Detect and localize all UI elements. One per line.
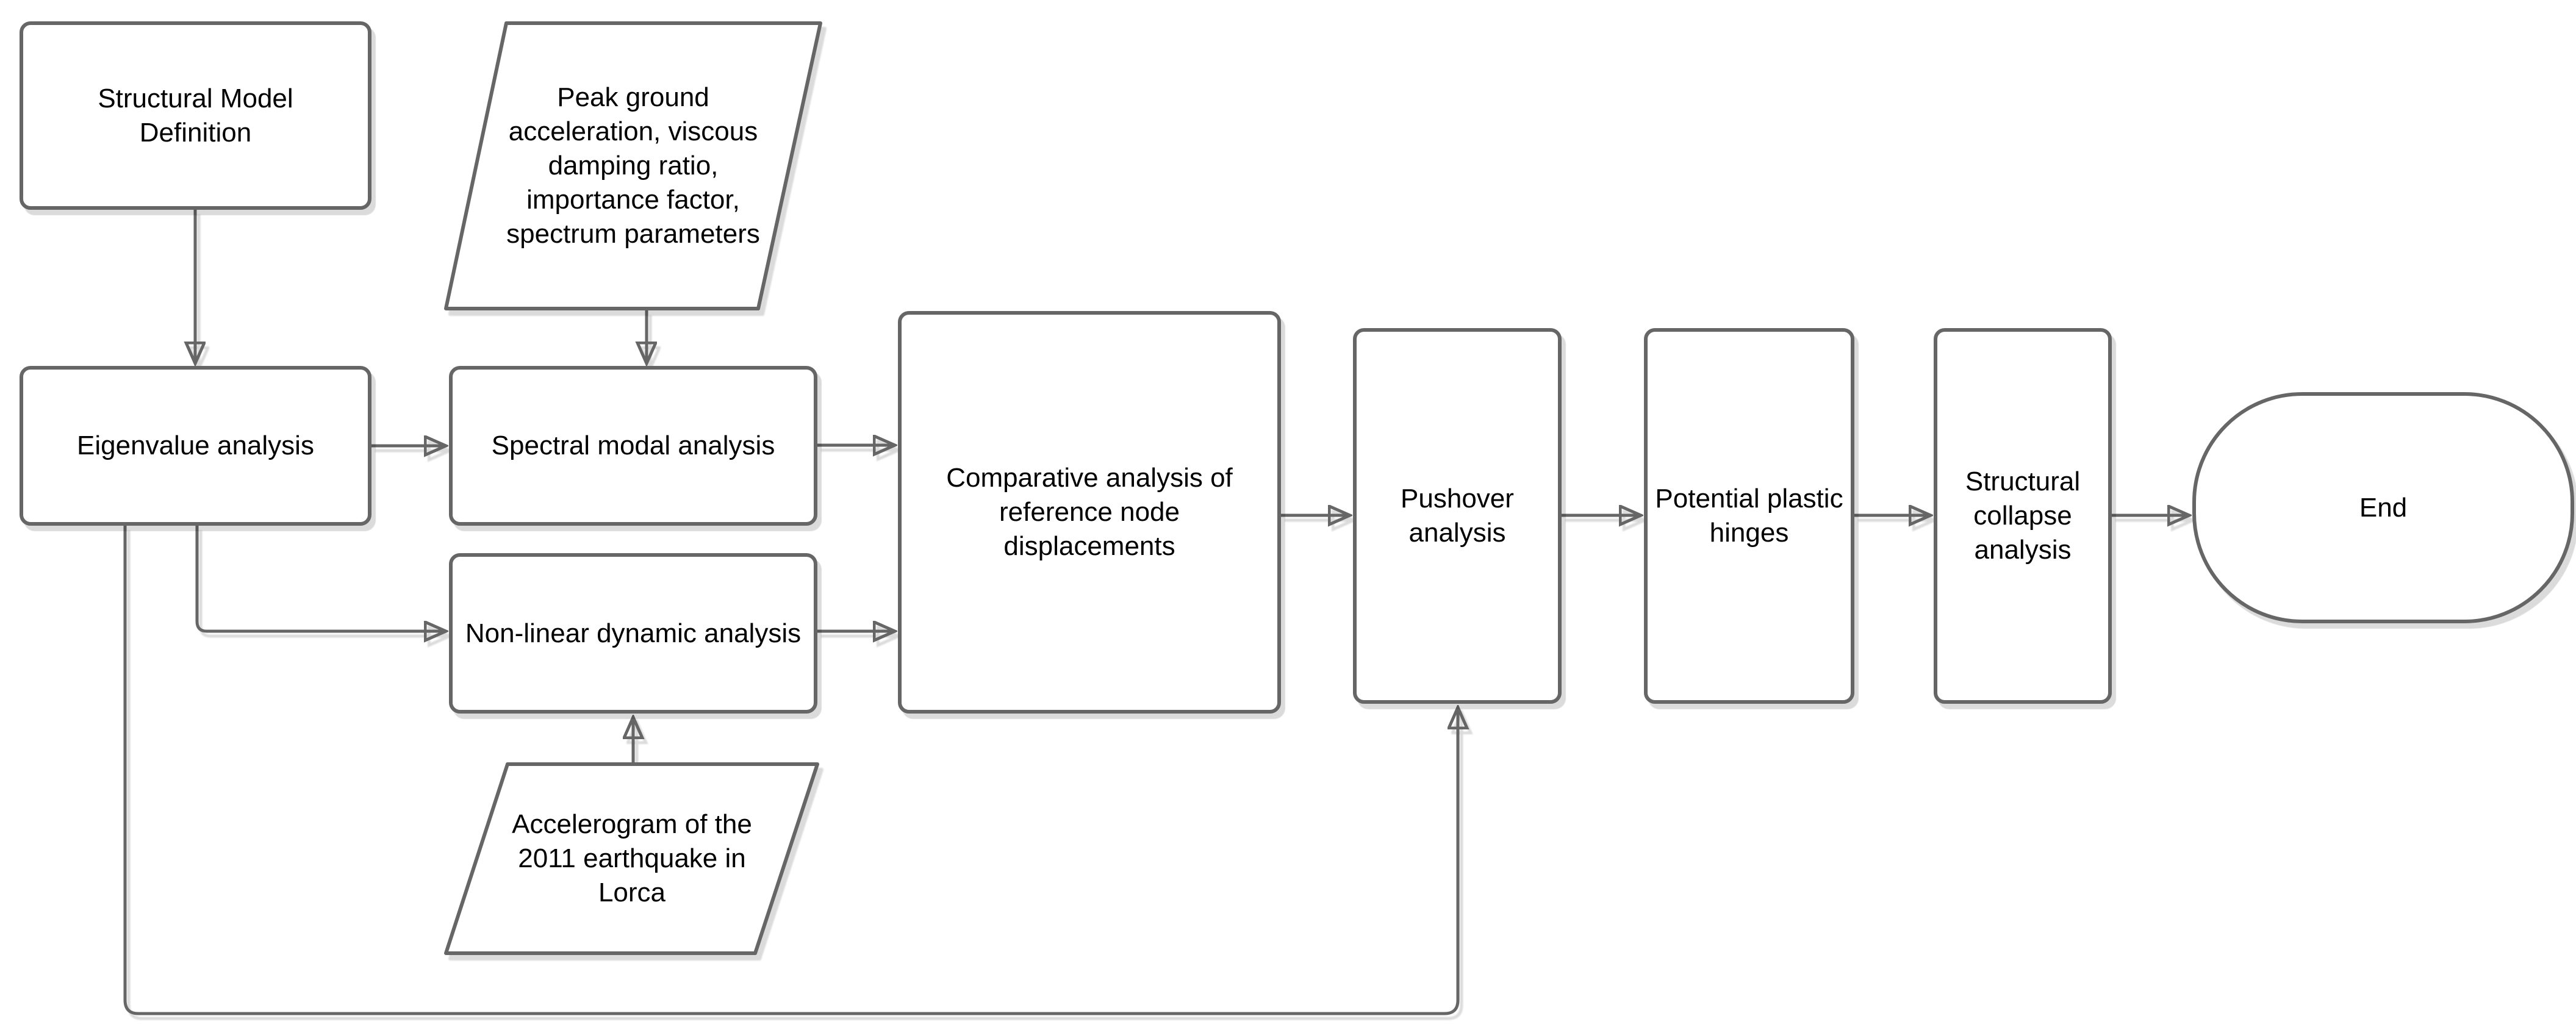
node-pushover-analysis: Pushover analysis [1353,328,1562,704]
parallelogram-shape [444,21,822,310]
parallelogram-shape [444,762,819,955]
node-label: Structural Model Definition [98,83,293,148]
node-potential-plastic-hinges: Potential plastic hinges [1644,328,1854,704]
node-label: Accelerogram of the 2011 earthquake in L… [512,809,752,907]
node-label: Comparative analysis of reference node d… [946,463,1233,561]
node-label: Peak ground acceleration, viscous dampin… [506,82,760,249]
node-spectral-modal-analysis: Spectral modal analysis [449,366,817,526]
node-label: Potential plastic hinges [1655,484,1843,548]
node-eigenvalue-analysis: Eigenvalue analysis [20,366,371,526]
node-end: End [2192,392,2574,623]
node-structural-collapse-analysis: Structural collapse analysis [1934,328,2112,704]
node-non-linear-dynamic-analysis: Non-linear dynamic analysis [449,553,817,714]
edge-eigenvalue-to-pushover [123,526,1458,1015]
node-label: End [2359,492,2408,523]
node-structural-model-definition: Structural Model Definition [20,21,371,210]
node-pga-input: Peak ground acceleration, viscous dampin… [444,21,822,310]
node-comparative-analysis: Comparative analysis of reference node d… [898,311,1281,714]
node-label: Eigenvalue analysis [77,431,314,461]
node-label: Structural collapse analysis [1965,467,2081,565]
edge-eigenvalue-to-nonlinear [195,526,446,631]
node-label: Pushover analysis [1401,484,1514,548]
node-accelerogram-lorca: Accelerogram of the 2011 earthquake in L… [444,762,820,955]
node-label: Non-linear dynamic analysis [465,618,802,648]
node-label: Spectral modal analysis [491,431,775,461]
